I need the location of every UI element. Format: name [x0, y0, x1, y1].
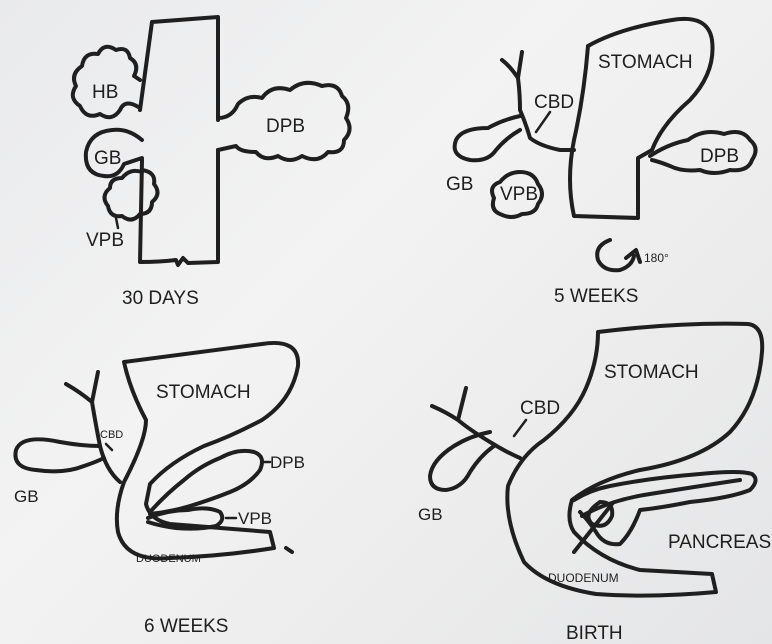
- cbd-pointer: [514, 420, 526, 436]
- stomach: [570, 19, 713, 218]
- caption-6-weeks: 6 WEEKS: [144, 616, 228, 637]
- label-vpb: VPB: [500, 184, 538, 205]
- panel-30-days: HB GB VPB DPB 30 DAYS: [73, 17, 350, 309]
- panel-5-weeks: STOMACH CBD GB VPB DPB 180° 5 WEEKS: [446, 19, 756, 307]
- label-dpb: DPB: [700, 146, 739, 167]
- label-cbd: CBD: [520, 398, 560, 419]
- gallbladder: [455, 116, 520, 160]
- label-vpb: VPB: [86, 230, 124, 251]
- hepatic-ducts: [66, 372, 120, 482]
- gut-tube: [140, 17, 218, 265]
- caption-birth: BIRTH: [566, 623, 623, 644]
- label-cbd: CBD: [534, 92, 574, 113]
- label-hb: HB: [92, 82, 118, 103]
- dorsal-pancreatic-bud: [150, 451, 262, 514]
- label-stomach: STOMACH: [156, 382, 251, 403]
- cbd-pointer: [106, 444, 112, 450]
- caption-30-days: 30 DAYS: [122, 288, 199, 309]
- duodenum-inner-edge: [286, 548, 292, 552]
- label-stomach: STOMACH: [604, 362, 699, 383]
- label-cbd: CBD: [100, 429, 123, 441]
- caption-5-weeks: 5 WEEKS: [554, 286, 638, 307]
- label-gb: GB: [418, 505, 443, 524]
- label-dpb: DPB: [266, 116, 305, 137]
- label-gb: GB: [14, 487, 39, 506]
- gallbladder: [15, 439, 104, 471]
- label-rotation: 180°: [644, 251, 669, 265]
- label-gb: GB: [94, 148, 121, 169]
- hepatic-ducts: [432, 388, 520, 458]
- panel-6-weeks: STOMACH CBD GB DPB VPB DUODENUM 6 WEEKS: [14, 343, 305, 637]
- vpb-pointer: [116, 218, 118, 228]
- label-duodenum: DUODENUM: [548, 571, 619, 585]
- label-gb: GB: [446, 174, 473, 195]
- label-stomach: STOMACH: [598, 52, 693, 73]
- label-pancreas: PANCREAS: [668, 532, 771, 553]
- panel-birth: STOMACH CBD GB PANCREAS DUODENUM BIRTH: [418, 324, 771, 644]
- label-vpb: VPB: [238, 509, 272, 528]
- label-duodenum: DUODENUM: [136, 553, 201, 565]
- cbd-pointer: [536, 112, 550, 132]
- label-dpb: DPB: [270, 453, 305, 472]
